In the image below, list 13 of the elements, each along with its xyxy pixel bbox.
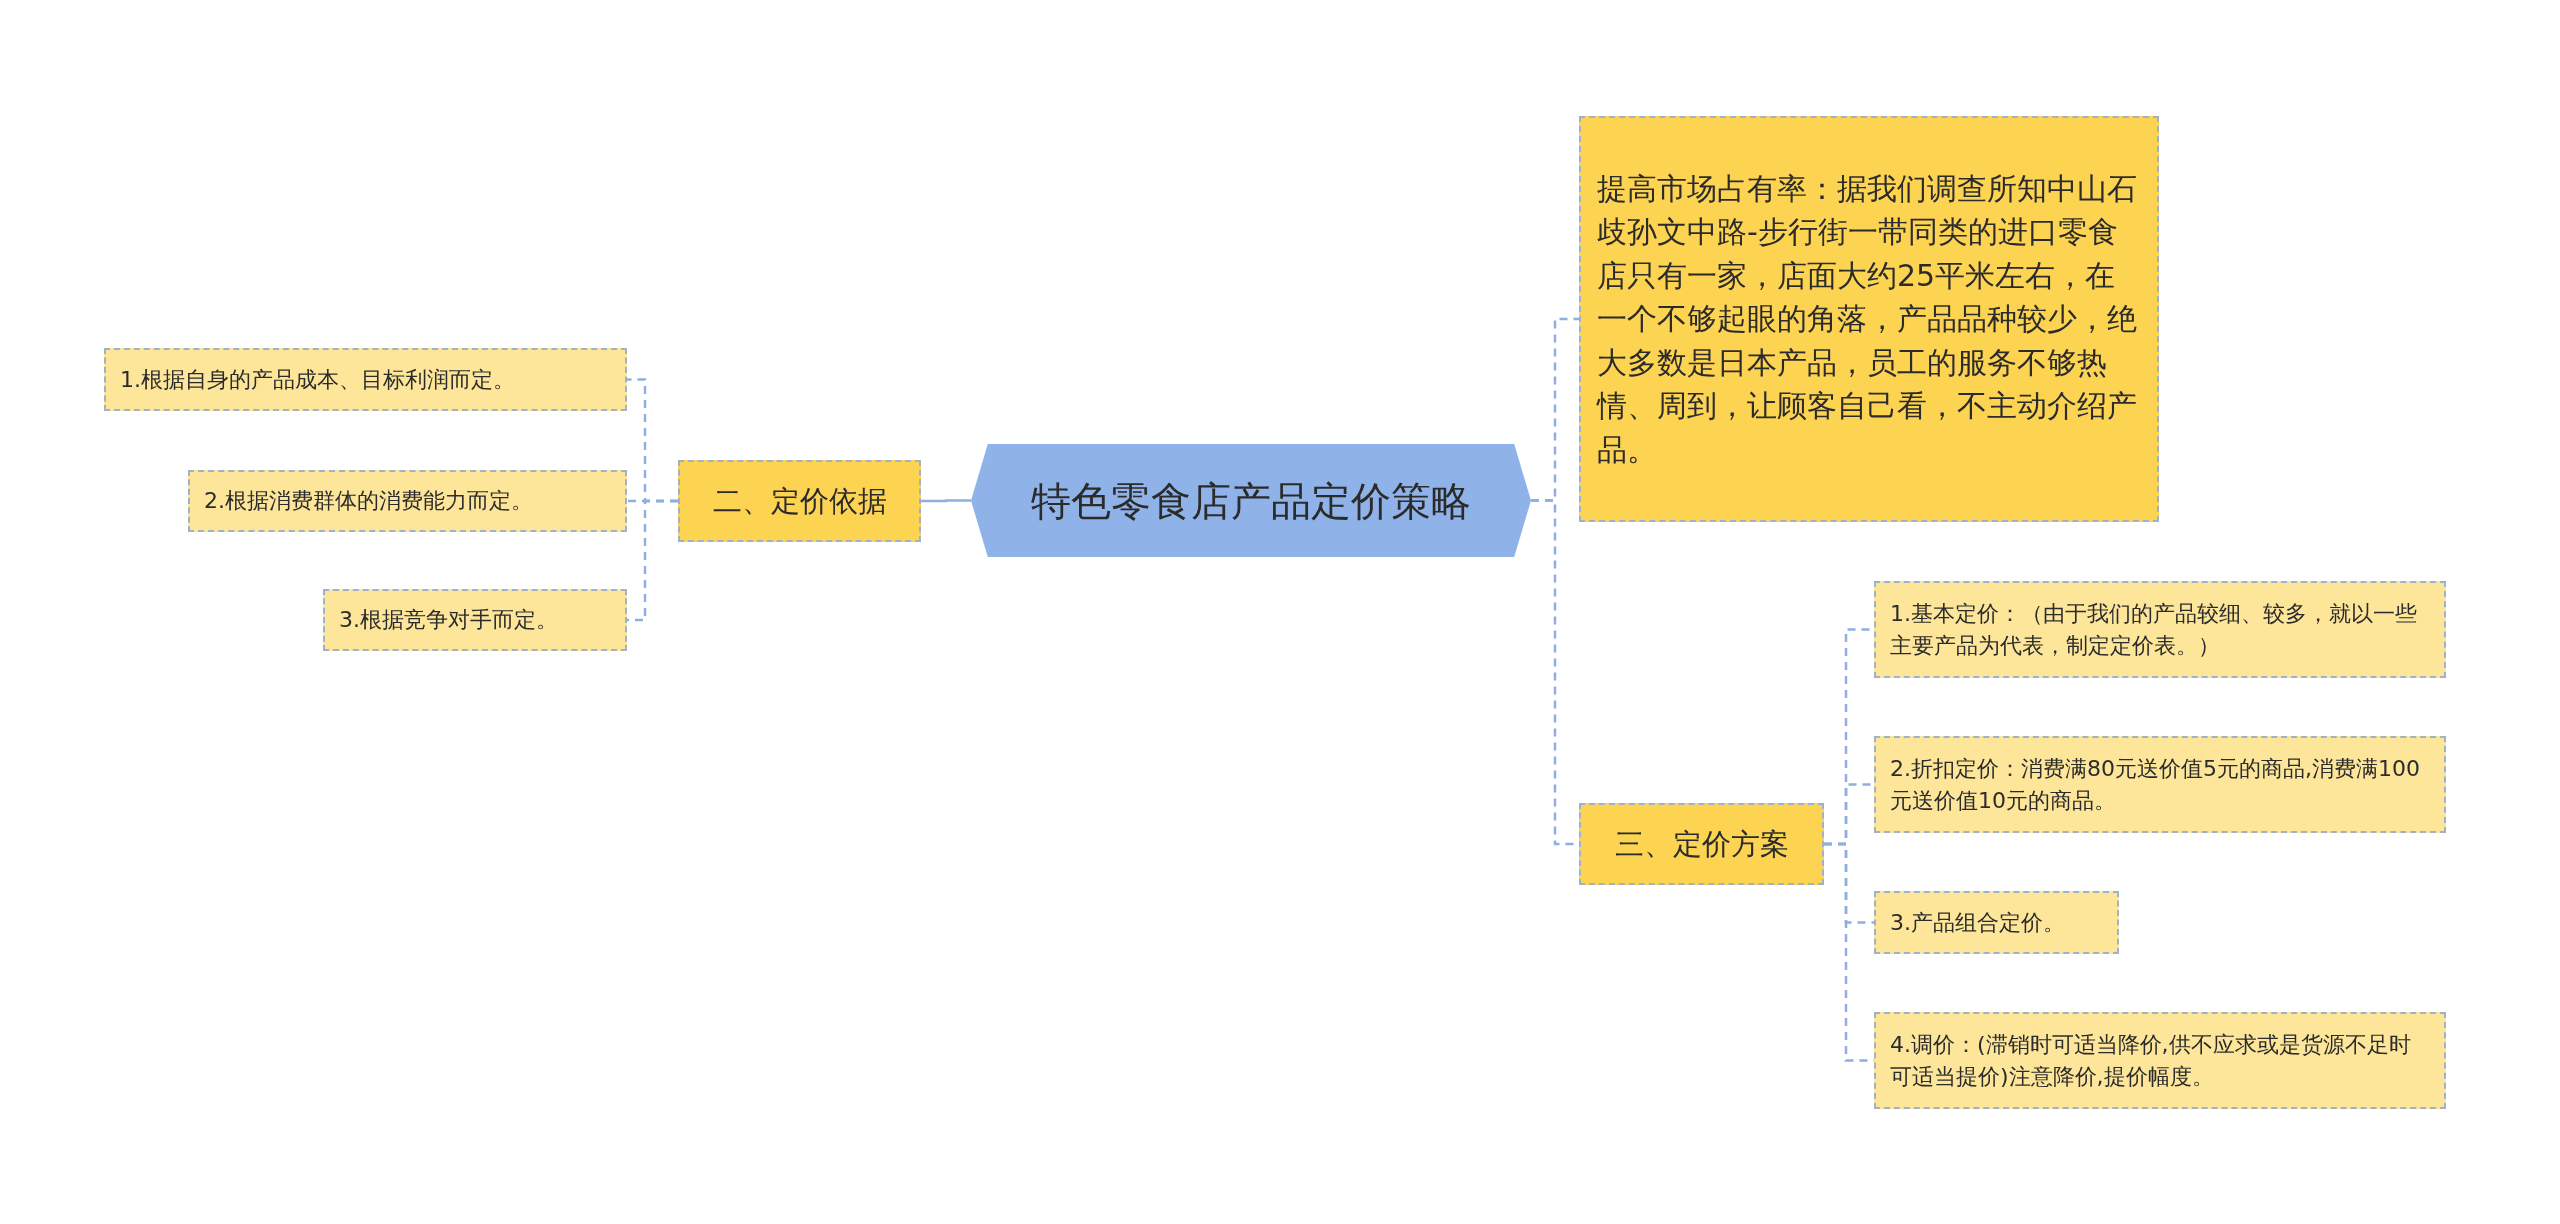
branch-topic: 二、定价依据 — [678, 460, 921, 542]
connector-line — [627, 499, 678, 622]
branch-topic: 三、定价方案 — [1579, 803, 1824, 885]
subtopic-box: 1.基本定价：（由于我们的产品较细、较多，就以一些主要产品为代表，制定定价表。） — [1874, 581, 2446, 678]
subtopic-box: 1.根据自身的产品成本、目标利润而定。 — [104, 348, 627, 411]
connector-line — [921, 499, 971, 503]
central-topic-hexagon: 特色零食店产品定价策略 — [971, 444, 1531, 557]
subtopic-box: 3.产品组合定价。 — [1874, 891, 2119, 954]
subtopic-box: 3.根据竞争对手而定。 — [323, 589, 627, 651]
subtopic-box: 4.调价：(滞销时可适当降价,供不应求或是货源不足时可适当提价)注意降价,提价幅度。 — [1874, 1012, 2446, 1109]
text-card: 提高市场占有率：据我们调查所知中山石歧孙文中路-步行街一带同类的进口零食店只有一家，店面大约25平米左右，在一个不够起眼的角落，产品品种较少，绝大多数是日本产品，员工的服务不够热情、周到，让顾客自己看，不主动介绍产品。 — [1579, 116, 2159, 522]
subtopic-box: 2.折扣定价：消费满80元送价值5元的商品,消费满100元送价值10元的商品。 — [1874, 736, 2446, 833]
subtopic-box: 2.根据消费群体的消费能力而定。 — [188, 470, 627, 532]
